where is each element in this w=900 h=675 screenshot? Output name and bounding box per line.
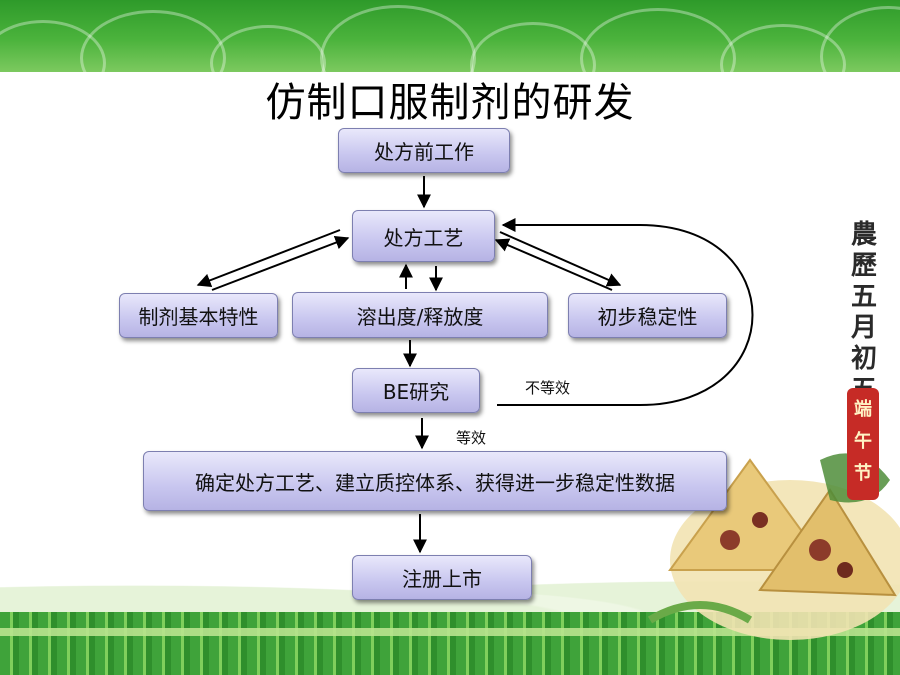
top-decorative-band — [0, 0, 900, 72]
node-finalize: 确定处方工艺、建立质控体系、获得进一步稳定性数据 — [143, 451, 727, 511]
node-label: 注册上市 — [402, 567, 482, 591]
node-label: 处方工艺 — [383, 225, 464, 250]
side-char: 初 — [850, 344, 877, 374]
node-label: 处方前工作 — [374, 140, 474, 164]
side-char: 月 — [850, 313, 877, 343]
slide-title: 仿制口服制剂的研发 — [265, 80, 635, 126]
node-basic-properties: 制剂基本特性 — [119, 293, 278, 338]
side-char: 農 — [850, 220, 877, 250]
node-be-study: BE研究 — [352, 368, 480, 413]
arrow-basic-to-process — [211, 235, 350, 291]
node-label: 初步稳定性 — [597, 305, 698, 329]
side-char: 五 — [850, 282, 877, 312]
node-label: 溶出度/释放度 — [356, 304, 484, 329]
arrow-be-loop-back — [497, 218, 754, 406]
node-dissolution: 溶出度/释放度 — [292, 292, 548, 338]
node-label: BE研究 — [382, 380, 450, 404]
node-market: 注册上市 — [352, 555, 532, 600]
node-stability: 初步稳定性 — [568, 293, 727, 338]
badge-char: 端 — [854, 399, 872, 420]
dragon-boat-festival-badge: 端 午 节 — [847, 388, 879, 500]
label-not-equivalent: 不等效 — [525, 379, 571, 397]
badge-char: 节 — [854, 463, 872, 484]
node-label: 确定处方工艺、建立质控体系、获得进一步稳定性数据 — [195, 470, 675, 495]
side-char: 歷 — [850, 251, 877, 281]
node-preformulation: 处方前工作 — [338, 128, 510, 173]
arrow-process-to-stability — [499, 231, 622, 287]
badge-char: 午 — [854, 431, 872, 452]
node-label: 制剂基本特性 — [138, 305, 259, 329]
node-process: 处方工艺 — [352, 210, 495, 262]
arrow-stability-to-process — [494, 238, 613, 291]
label-equivalent: 等效 — [456, 429, 487, 447]
bottom-rail-decoration — [0, 628, 900, 636]
arrow-process-to-basic — [196, 229, 341, 287]
